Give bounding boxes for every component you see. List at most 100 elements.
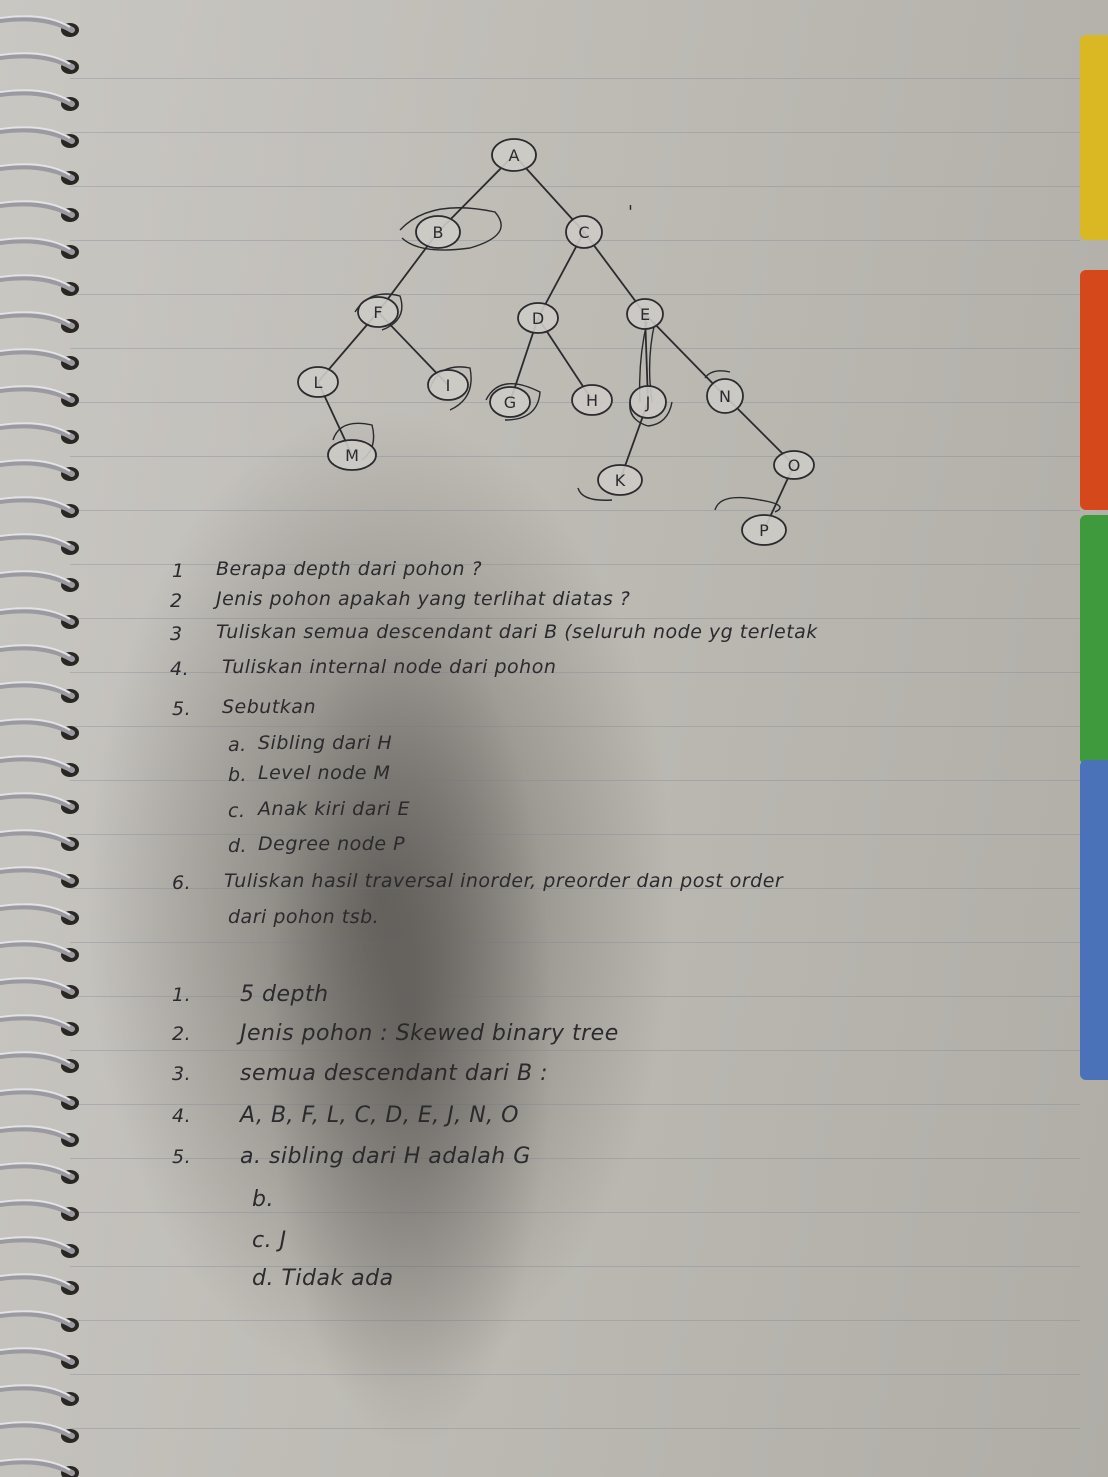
tree-node-label: M [345,446,359,465]
spiral-ring [0,1347,79,1369]
spiral-ring [0,311,79,333]
spiral-ring [0,126,79,148]
ruled-line [70,888,1080,889]
tree-node-label: E [640,305,650,324]
tree-node-m: M [327,439,377,471]
answer-text: 5 depth [240,982,329,1007]
spiral-ring [0,274,79,296]
scribble-circle-g [485,383,541,421]
tree-node-label: K [615,471,626,490]
tree-node-label: H [586,391,598,410]
tree-node-c: C [565,215,603,249]
ruled-line [70,132,1080,133]
spiral-ring [0,755,79,777]
ruled-line [70,456,1080,457]
spiral-ring [0,237,79,259]
spiral-ring [0,89,79,111]
answer-number: 1. [172,984,192,1006]
spiral-ring [0,829,79,851]
tree-node-label: D [532,309,544,328]
tick-mark: ' [628,202,633,223]
spiral-ring [0,348,79,370]
question-text: Level node M [258,762,391,784]
ruled-line [70,1266,1080,1267]
tree-node-a: A [491,138,537,172]
ruled-line [70,1104,1080,1105]
ruled-line [70,726,1080,727]
ruled-line [70,672,1080,673]
scribble-circle-k [577,487,613,501]
tree-node-i: I [427,369,469,401]
spiral-ring [0,496,79,518]
answer-number: 5. [172,1146,192,1168]
answer-text: b. [252,1187,274,1212]
ruled-line [70,294,1080,295]
question-text: Anak kiri dari E [258,798,410,820]
ruled-line [70,834,1080,835]
spiral-ring [0,15,79,37]
spiral-ring [0,903,79,925]
spiral-ring [0,977,79,999]
ruled-line [70,1428,1080,1429]
tree-node-label: O [788,456,801,475]
spiral-ring [0,644,79,666]
tab-green [1080,515,1108,765]
tree-node-p: P [741,514,787,546]
spiral-ring [0,1014,79,1036]
tree-node-n: N [706,378,744,414]
question-text: Degree node P [258,833,406,855]
answer-number: 4. [172,1105,192,1127]
ruled-line [70,942,1080,943]
spiral-ring [0,570,79,592]
spiral-ring [0,1162,79,1184]
tree-node-label: J [645,393,651,412]
question-number: c. [228,800,246,822]
question-text: Sebutkan [222,696,316,718]
ruled-line [70,564,1080,565]
question-text: Tuliskan hasil traversal inorder, preord… [224,870,784,892]
spiral-ring [0,792,79,814]
tree-node-label: B [433,223,444,242]
tab-yellow [1080,35,1108,240]
tree-node-e: E [626,298,664,330]
tree-node-label: C [578,223,589,242]
ruled-line [70,780,1080,781]
tree-node-o: O [773,450,815,480]
ruled-line [70,1212,1080,1213]
spiral-ring [0,1421,79,1443]
answer-text: semua descendant dari B : [240,1061,548,1086]
tree-node-j: J [629,385,667,419]
ruled-line [70,996,1080,997]
tree-node-label: L [314,373,323,392]
ruled-line [70,618,1080,619]
ruled-line [70,1158,1080,1159]
tree-node-label: F [373,303,382,322]
ruled-line [70,1050,1080,1051]
tree-node-f: F [357,296,399,328]
scribble-circle-n [704,370,731,379]
tree-node-g: G [489,386,531,418]
question-text: dari pohon tsb. [228,906,380,928]
question-number: 3 [170,623,183,645]
question-text: Berapa depth dari pohon ? [216,558,483,580]
ruled-line [70,1320,1080,1321]
ruled-line [70,348,1080,349]
ruled-line [70,1374,1080,1375]
spiral-ring [0,1125,79,1147]
spiral-ring [0,1236,79,1258]
answer-number: 2. [172,1023,192,1045]
spiral-ring [0,385,79,407]
spiral-ring [0,422,79,444]
question-text: Tuliskan semua descendant dari B (seluru… [216,621,818,643]
question-number: 4. [170,658,190,680]
spiral-ring [0,200,79,222]
question-number: 5. [172,698,192,720]
spiral-ring [0,1458,79,1477]
scribble-circle-p [714,496,781,513]
question-text: Jenis pohon apakah yang terlihat diatas … [216,588,631,610]
tab-blue [1080,760,1108,1080]
tree-node-k: K [597,464,643,496]
edge-E-N [644,313,726,397]
question-number: b. [228,764,248,786]
